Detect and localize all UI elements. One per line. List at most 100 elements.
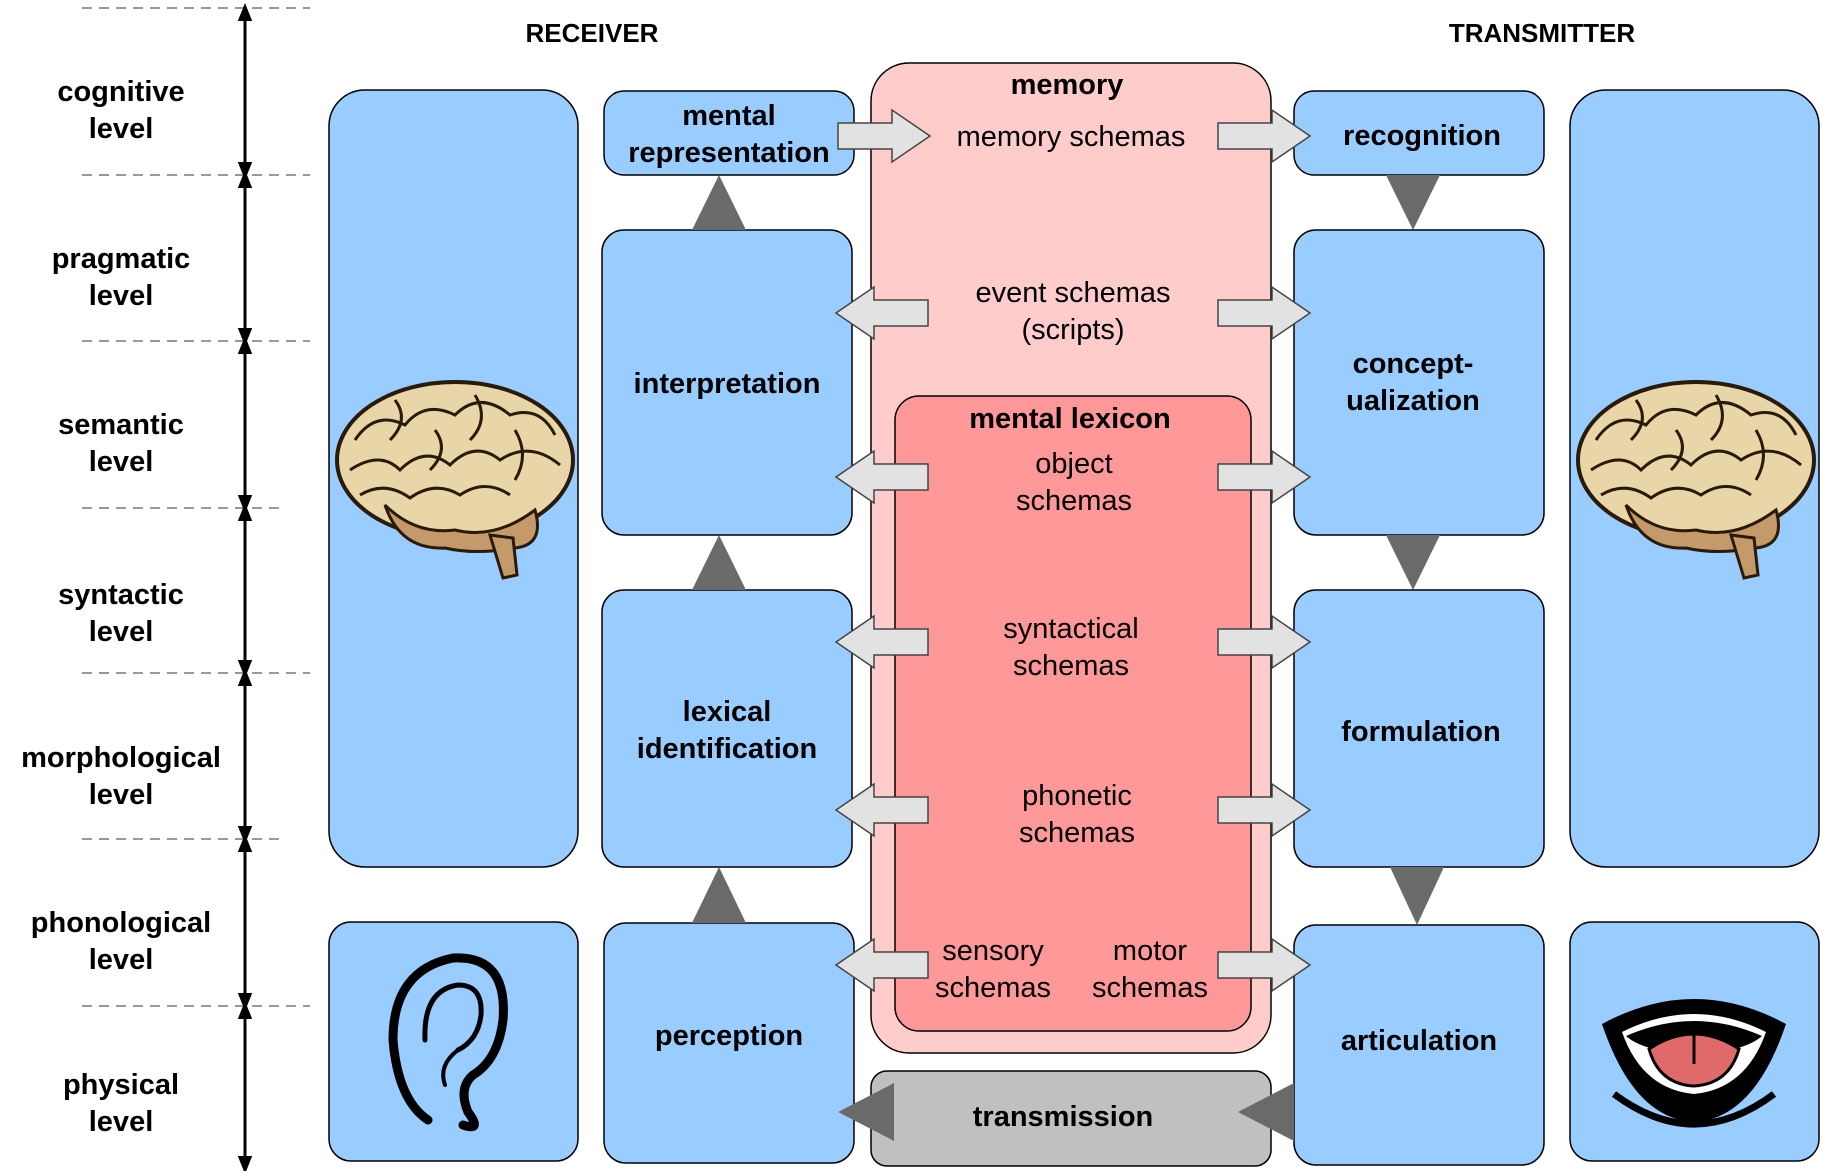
down-triangle: [1386, 535, 1440, 590]
label-line: motor: [1113, 935, 1187, 967]
level-dividers: [82, 7, 310, 1007]
block-arrow-left: [834, 285, 929, 341]
label-line: syntactical: [1003, 613, 1138, 645]
block-arrow-left: [834, 449, 929, 505]
level-label-line: pragmatic: [52, 243, 191, 275]
level-label-line: level: [89, 113, 154, 145]
receiver-header: RECEIVER: [526, 18, 659, 48]
conceptualization-label: concept-ualization: [1346, 348, 1480, 417]
label-line: schemas: [935, 972, 1051, 1004]
label-line: phonetic: [1022, 780, 1132, 812]
motor-schemas-label: motor schemas: [1092, 935, 1208, 1004]
level-label-line: level: [89, 1106, 154, 1138]
up-triangle: [692, 867, 746, 923]
memory-schemas-label: memory schemas: [957, 121, 1186, 153]
lexical-identification-label: lexical identification: [637, 696, 817, 765]
block-arrow-right: [1217, 614, 1312, 670]
perception-label: perception: [655, 1020, 803, 1052]
level-label-line: level: [89, 944, 154, 976]
level-label: morphological level: [21, 742, 221, 811]
transmitter-header: TRANSMITTER: [1449, 18, 1636, 48]
conceptualization-box: [1293, 229, 1545, 536]
label-line: object: [1035, 448, 1112, 480]
block-arrow-right: [837, 108, 932, 164]
block-arrow-right: [1217, 449, 1312, 505]
label-line: schemas: [1016, 485, 1132, 517]
flow-triangles: [692, 175, 1444, 925]
level-label: physical level: [63, 1069, 179, 1138]
label-line: sensory: [942, 935, 1044, 967]
transmission-label: transmission: [973, 1101, 1154, 1133]
level-label: cognitive level: [57, 76, 184, 145]
level-label: semantic level: [58, 409, 184, 478]
down-triangle: [1386, 175, 1440, 230]
object-schemas-label: object schemas: [1016, 448, 1132, 517]
label-line: concept-: [1353, 348, 1474, 380]
label-line: perception: [655, 1020, 803, 1052]
level-label: pragmatic level: [52, 243, 191, 312]
mental-lexicon-box: [894, 395, 1252, 1032]
label-line: schemas: [1092, 972, 1208, 1004]
lexical-identification-box: [601, 589, 853, 868]
label-line: mental: [682, 100, 775, 132]
phonetic-schemas-label: phonetic schemas: [1019, 780, 1135, 849]
transmission-arrow-right: [1238, 1083, 1294, 1141]
level-label-line: physical: [63, 1069, 179, 1101]
block-arrows: [834, 108, 1312, 993]
label-line: event schemas: [975, 277, 1170, 309]
level-label-line: syntactic: [58, 579, 184, 611]
recognition-label: recognition: [1343, 120, 1501, 152]
up-triangle: [692, 535, 746, 590]
syntactical-schemas-label: syntactical schemas: [1003, 613, 1138, 682]
label-line: representation: [628, 137, 829, 169]
sensory-schemas-label: sensory schemas: [935, 935, 1051, 1004]
label-line: articulation: [1341, 1025, 1497, 1057]
label-line: (scripts): [1021, 314, 1124, 346]
level-label-line: level: [89, 779, 154, 811]
label-line: identification: [637, 733, 817, 765]
block-arrow-right: [1217, 108, 1312, 164]
label-line: formulation: [1341, 716, 1501, 748]
level-scale: cognitive level pragmatic level semantic leve…: [21, 3, 310, 1171]
ear-icon: [388, 953, 508, 1132]
label-line: lexical: [683, 696, 772, 728]
block-arrow-right: [1217, 937, 1312, 993]
block-arrow-left: [834, 937, 929, 993]
mental-lexicon-title: mental lexicon: [969, 403, 1170, 435]
transmission-arrow-left: [838, 1083, 894, 1141]
block-arrow-left: [834, 782, 929, 838]
level-label: phonological level: [31, 907, 211, 976]
formulation-label: formulation: [1341, 716, 1501, 748]
level-label-line: semantic: [58, 409, 184, 441]
mental-representation-label: mental representation: [628, 100, 829, 169]
label-line: interpretation: [634, 368, 821, 400]
articulation-label: articulation: [1341, 1025, 1497, 1057]
block-arrow-right: [1217, 782, 1312, 838]
brain-icon: [1576, 380, 1816, 580]
label-line: schemas: [1019, 817, 1135, 849]
event-schemas-label: event schemas (scripts): [975, 277, 1170, 346]
label-line: memory schemas: [957, 121, 1186, 153]
label-line: ualization: [1346, 385, 1480, 417]
articulation-box: [1293, 924, 1545, 1166]
level-label-line: level: [89, 616, 154, 648]
level-label-line: cognitive: [57, 76, 184, 108]
mouth-icon: [1602, 999, 1786, 1128]
interpretation-label: interpretation: [634, 368, 821, 400]
level-label-line: morphological: [21, 742, 221, 774]
level-label-line: level: [89, 280, 154, 312]
level-label-line: level: [89, 446, 154, 478]
memory-title: memory: [1011, 69, 1124, 101]
ear-panel: [328, 921, 579, 1162]
level-label-line: phonological: [31, 907, 211, 939]
block-arrow-right: [1217, 285, 1312, 341]
down-triangle: [1390, 867, 1444, 925]
level-labels: cognitive level pragmatic level semantic leve…: [21, 76, 221, 1138]
up-triangle: [692, 175, 746, 230]
block-arrow-left: [834, 614, 929, 670]
brain-icon: [335, 380, 575, 580]
label-line: schemas: [1013, 650, 1129, 682]
level-label: syntactic level: [58, 579, 184, 648]
label-line: recognition: [1343, 120, 1501, 152]
